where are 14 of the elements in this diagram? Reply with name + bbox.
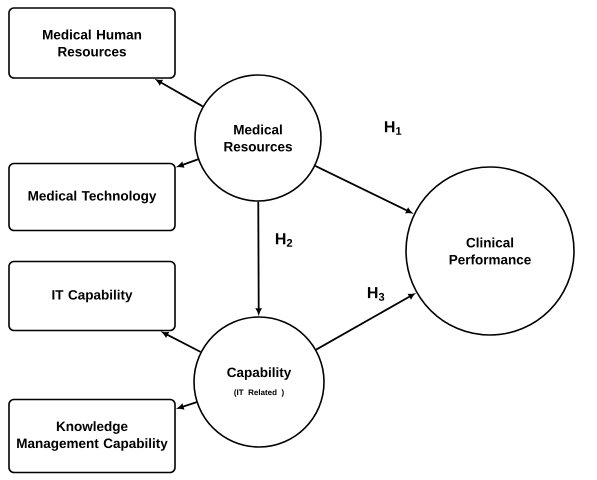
process-box: Knowledge Management Capability — [8, 398, 176, 474]
arrow — [256, 202, 262, 314]
process-box: Medical Technology — [8, 162, 176, 232]
arrow — [156, 79, 204, 108]
edge-label: H$_{1}$ — [384, 121, 402, 135]
arrow — [162, 332, 201, 353]
arrow — [178, 401, 197, 410]
arrow — [178, 158, 198, 168]
arrow — [316, 293, 415, 350]
edge-label: H$_{3}$ — [368, 287, 384, 301]
process-box: IT Capability — [8, 260, 176, 332]
edge-label: H$_{2}$ — [276, 233, 292, 247]
arrow — [314, 165, 412, 214]
process-box: Medical Human Resources — [8, 7, 176, 79]
